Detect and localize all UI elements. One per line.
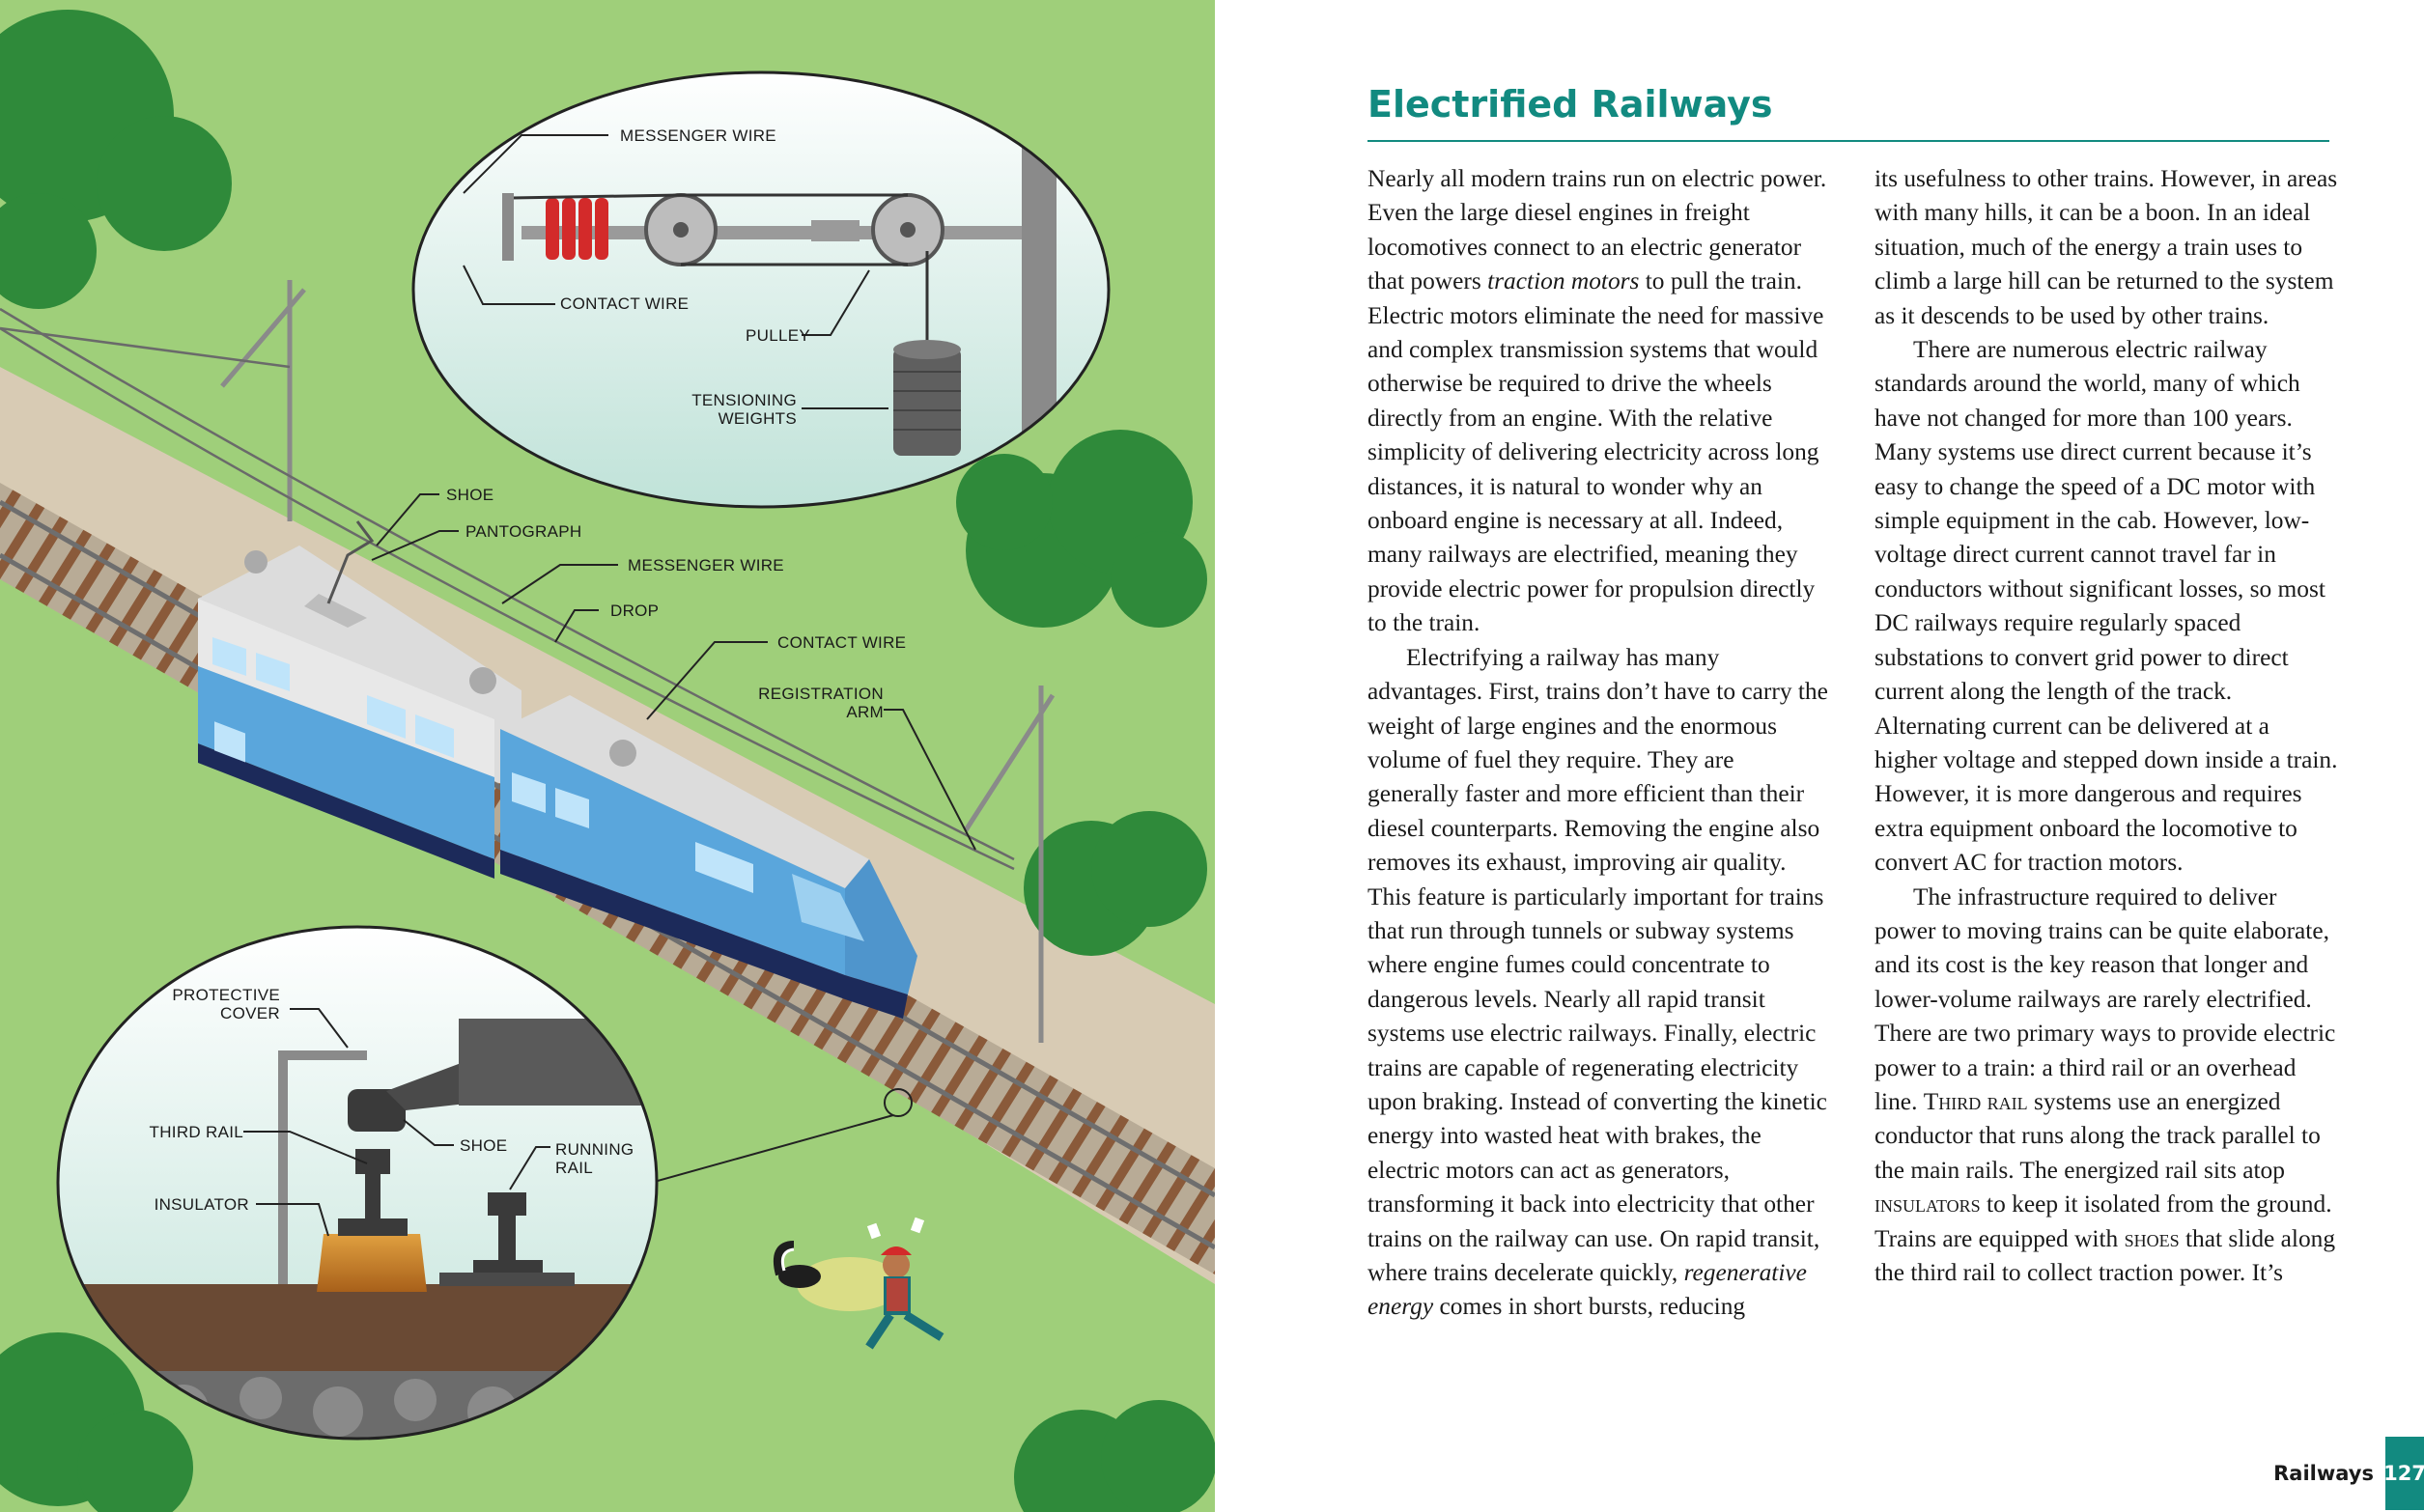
paragraph-3: its usefulness to other trains. However,… [1874,165,2338,329]
term-insulators: insulators [1874,1190,1981,1218]
bush-top-left [0,10,232,309]
illustration-panel: MESSENGER WIRE CONTACT WIRE PULLEY TENSI… [0,0,1215,1512]
paragraph-5: The infrastructure required to deliver p… [1874,881,2338,1291]
label-running: RUNNING [555,1140,634,1159]
label-rail: RAIL [555,1159,593,1177]
term-regenerative-energy: regenerative energy [1367,1259,1807,1321]
label-messenger-wire-top: MESSENGER WIRE [620,126,776,145]
term-third-rail: Third rail [1923,1087,2028,1115]
label-pulley: PULLEY [746,326,810,345]
paragraph-2-part-a: Electrifying a railway has many advantag… [1367,643,1828,1286]
magnify-marker [884,1088,913,1117]
page-number: 127 [2383,1437,2424,1510]
worker-figure [797,1217,944,1350]
label-messenger-wire-train: MESSENGER WIRE [628,556,784,574]
label-contact-wire-train: CONTACT WIRE [777,633,906,652]
paragraph-1-part-a: Nearly all modern trains run on electric… [1367,165,1827,295]
title-rule [1367,140,2329,142]
bush-bottom-left [0,1332,193,1512]
paragraph-1: Nearly all modern trains run on electric… [1367,162,1831,641]
paragraph-5-part-c: to keep it isolated from the ground. Tra… [1874,1190,2332,1252]
paragraph-5-part-b: systems use an energized conductor that … [1874,1087,2321,1184]
label-protective: PROTECTIVE [172,986,280,1004]
label-arm: ARM [846,703,884,721]
paragraph-1-part-b: to pull the train. Electric motors elimi… [1367,267,1824,637]
train-callouts: SHOE PANTOGRAPH MESSENGER WIRE DROP CONT… [371,486,976,851]
article-title: Electrified Railways [1367,83,1773,126]
label-tensioning: TENSIONING [691,391,797,409]
article-column-2: its usefulness to other trains. However,… [1874,162,2338,1290]
paragraph-5-part-d: that slide along the third rail to colle… [1874,1224,2336,1286]
third-rail-detail-callout: PROTECTIVE COVER THIRD RAIL SHOE RUNNING… [56,925,659,1441]
label-shoe-train: SHOE [446,486,493,504]
label-shoe-detail: SHOE [460,1136,507,1155]
label-weights: WEIGHTS [719,409,797,428]
bush-right-middle [956,430,1207,628]
paragraph-2: Electrifying a railway has many advantag… [1367,641,1831,1325]
catenary-wires [0,307,1015,871]
skunk-figure [773,1241,821,1288]
electric-train [198,520,917,1019]
label-contact-wire-top: CONTACT WIRE [560,294,689,313]
term-traction-motors: traction motors [1487,267,1640,295]
term-shoes: shoes [2124,1224,2180,1252]
article-page: Electrified Railways Nearly all modern t… [1215,0,2424,1512]
label-drop: DROP [610,602,659,620]
paragraph-5-part-a: The infrastructure required to deliver p… [1874,882,2336,1115]
article-column-1: Nearly all modern trains run on electric… [1367,162,1831,1325]
railway-illustration: MESSENGER WIRE CONTACT WIRE PULLEY TENSI… [0,0,1215,1512]
label-insulator: INSULATOR [155,1195,249,1214]
bush-right-lower [1024,811,1207,956]
catenary-masts [220,280,1056,1043]
page-footer: Railways 127 [2273,1437,2424,1510]
label-registration: REGISTRATION [758,685,884,703]
paragraph-2-part-b: comes in short bursts, reducing [1433,1293,1746,1321]
paragraph-4: There are numerous electric railway stan… [1874,336,2338,877]
label-cover: COVER [220,1004,280,1022]
bush-bottom-right [1014,1400,1215,1512]
section-name: Railways [2273,1462,2374,1485]
label-third-rail: THIRD RAIL [150,1123,243,1141]
label-pantograph: PANTOGRAPH [465,522,581,541]
